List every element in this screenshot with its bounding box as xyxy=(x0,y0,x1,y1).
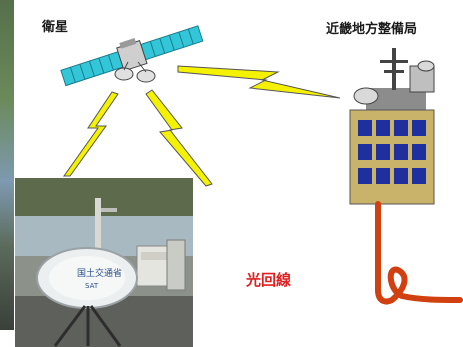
building-icon xyxy=(349,48,435,205)
dish-sub-text: SAT xyxy=(85,282,99,290)
regional-bureau-label: 近畿地方整備局 xyxy=(326,22,418,37)
lightning-bolt-right xyxy=(177,65,341,99)
dish-logo-text: 国土交通省 xyxy=(77,267,122,279)
fiber-line-label: 光回線 xyxy=(246,271,292,289)
left-photo-strip xyxy=(0,0,14,330)
dish-photo-illustration: 国土交通省 SAT xyxy=(15,178,193,347)
satellite-label: 衛星 xyxy=(42,20,69,35)
satellite-dish-photo: 国土交通省 SAT xyxy=(15,178,193,347)
satellite-icon xyxy=(60,25,204,87)
lightning-bolt-middle xyxy=(145,89,213,187)
fiber-cable xyxy=(375,201,463,305)
lightning-bolt-left xyxy=(63,91,119,177)
